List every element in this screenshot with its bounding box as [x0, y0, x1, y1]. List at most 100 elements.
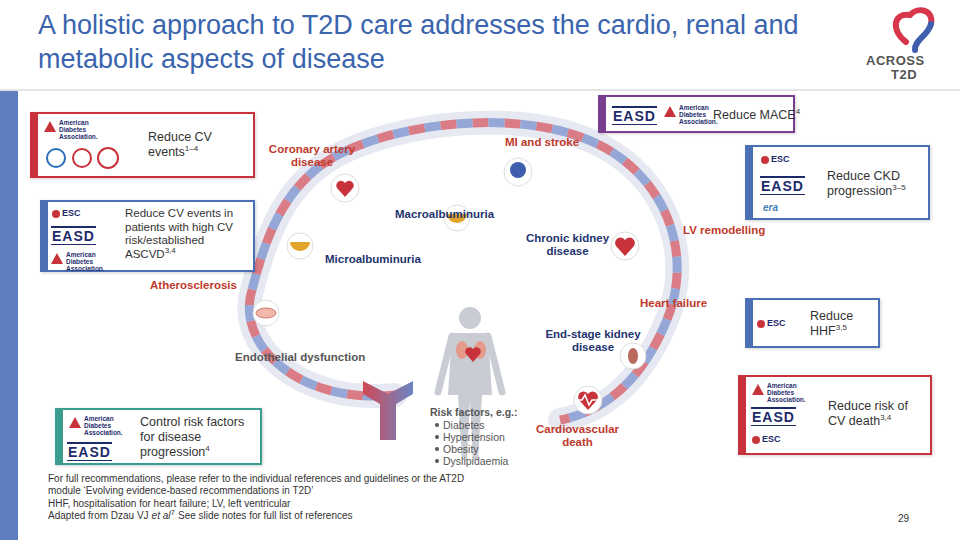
- figure-head: [459, 307, 481, 329]
- disease-label: End-stage kidney disease: [543, 328, 643, 354]
- ada-logo: American Diabetes Association.: [84, 415, 123, 436]
- icon-circle: [574, 386, 602, 414]
- risk-factor: Obesity: [443, 443, 479, 455]
- colour-band: [740, 377, 746, 453]
- disease-label: Cardiovascular death: [536, 423, 619, 448]
- ada-logo: American Diabetes Association.: [66, 251, 105, 272]
- esc-logo: ESC: [762, 434, 781, 445]
- esc-logo: ESC: [761, 154, 790, 165]
- figure-heart: [465, 347, 481, 362]
- easd-logo: EASD: [68, 444, 111, 460]
- disease-label: End-stage kidney disease: [545, 328, 640, 353]
- ada-logo: American Diabetes Association.: [44, 119, 100, 140]
- disease-label: Heart failure: [640, 297, 707, 309]
- vessel-icon: [256, 308, 276, 318]
- easd-logo: EASD: [613, 108, 656, 124]
- footnote: HHF, hospitalisation for heart failure; …: [48, 498, 290, 509]
- disease-label: Endothelial dysfunction: [235, 351, 365, 363]
- colour-band: [42, 202, 48, 270]
- figure-arm: [438, 336, 452, 392]
- disease-label: Microalbuminuria: [325, 253, 421, 265]
- bullet: [435, 423, 439, 427]
- easd-logo: EASD: [51, 226, 96, 245]
- disease-label: MI and stroke: [505, 136, 579, 149]
- disease-label: Atherosclerosis: [150, 279, 237, 292]
- bowl-icon: [290, 242, 310, 251]
- icon-circle: [287, 233, 313, 259]
- footnote-part: See slide notes for full list of referen…: [178, 510, 353, 521]
- ada-logo: American Diabetes Association.: [752, 382, 806, 403]
- colour-band: [600, 97, 606, 131]
- disease-label: Endothelial dysfunction: [235, 351, 365, 364]
- guideline-box: American Diabetes Association. Reduce CV …: [30, 112, 255, 178]
- icon-circle: [504, 158, 532, 186]
- ada-logo: American Diabetes Association.: [767, 382, 806, 403]
- figure-arm: [488, 336, 502, 392]
- logo-text: T2D: [891, 67, 917, 82]
- ada-logo: American Diabetes Association.: [69, 415, 121, 436]
- disease-label: Macroalbuminuria: [395, 208, 494, 221]
- guideline-text: Reduce CKD progression3–5: [827, 169, 927, 199]
- disease-label: LV remodelling: [683, 224, 765, 236]
- guideline-box: ESCEASDAmerican Diabetes Association.Red…: [40, 200, 255, 272]
- ecg-line: [576, 395, 600, 405]
- reference-superscript: 3,4: [880, 413, 891, 422]
- guideline-text: Reduce CV events1–4: [148, 130, 248, 160]
- ada-logo: American Diabetes Association.: [59, 119, 100, 140]
- guideline-text: Reduce CV events in patients with high C…: [125, 207, 253, 261]
- page-number: 29: [898, 513, 909, 525]
- kidney-icon: [628, 348, 638, 364]
- logo-text: T2D: [891, 68, 917, 82]
- reference-superscript: 4: [796, 107, 800, 116]
- society-logo: [73, 149, 91, 167]
- easd-logo: EASD: [612, 106, 657, 125]
- era-logo: era: [763, 202, 778, 214]
- risk-factor: Dyslipidaemia: [443, 455, 508, 467]
- era-logo: era: [763, 202, 778, 213]
- icon-circle: [620, 343, 646, 369]
- risk-factor: Hypertension: [443, 431, 505, 443]
- bullet: [435, 447, 439, 451]
- risk-factor: Hypertension: [443, 431, 505, 443]
- risk-factor-arrow: [363, 381, 413, 440]
- risk-factor: Obesity: [443, 443, 479, 455]
- disease-label: Chronic kidney disease: [515, 232, 620, 258]
- icon-circle: [253, 300, 279, 326]
- ada-logo: American Diabetes Association.: [51, 251, 105, 272]
- guideline-box: American Diabetes Association.EASDESCRed…: [738, 375, 932, 455]
- title-rule: [0, 90, 960, 91]
- esc-logo: ESC: [767, 318, 786, 329]
- disease-label: Microalbuminuria: [325, 253, 421, 266]
- page-number: 29: [898, 513, 909, 524]
- easd-logo: EASD: [52, 228, 95, 244]
- guideline-text: Reduce CV events: [148, 130, 212, 159]
- reference-superscript: 3,4: [165, 246, 176, 255]
- disease-label: LV remodelling: [683, 224, 765, 237]
- esc-logo: ESC: [757, 318, 786, 329]
- disease-label: Cardiovascular death: [530, 423, 625, 449]
- easd-logo: EASD: [760, 176, 805, 195]
- easd-logo: EASD: [67, 442, 112, 461]
- heart-icon: [336, 181, 353, 197]
- risk-factor-heading: Risk factors, e.g.:: [430, 406, 518, 418]
- side-bar: [0, 91, 18, 540]
- guideline-text: Control risk factors for disease progres…: [140, 415, 260, 460]
- guideline-text: Reduce risk of CV death: [828, 399, 908, 428]
- colour-band: [57, 410, 63, 463]
- logo-swirl: [915, 24, 931, 50]
- reference-superscript: 4: [205, 444, 209, 453]
- bullet: [435, 459, 439, 463]
- reference-superscript: 3–5: [892, 183, 905, 192]
- disease-label: Atherosclerosis: [150, 279, 237, 291]
- bullet: [435, 435, 439, 439]
- guideline-box: American Diabetes Association. EASD Contro…: [55, 408, 262, 465]
- colour-band: [32, 114, 38, 176]
- footnote: Adapted from Dzau VJet al7See slide note…: [48, 510, 353, 522]
- icon-circle: [611, 232, 639, 260]
- guideline-box: ESC EASD era Reduce CKD progression3–5: [745, 145, 930, 220]
- colour-band: [747, 300, 753, 346]
- guideline-text: Control risk factors for disease progres…: [140, 415, 244, 459]
- risk-factor: Diabetes: [443, 419, 484, 431]
- logo-text: ACROSS: [866, 54, 925, 68]
- footnote-part: et al: [152, 510, 171, 521]
